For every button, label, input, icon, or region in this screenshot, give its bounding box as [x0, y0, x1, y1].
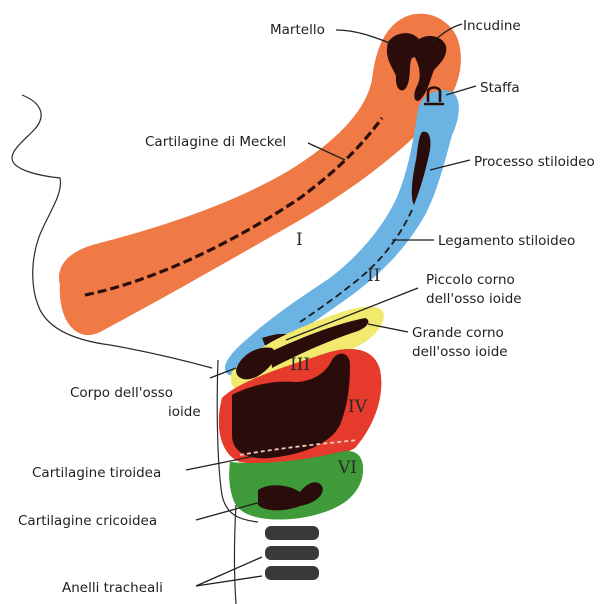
tracheal-ring	[265, 546, 319, 560]
tracheal-rings	[265, 526, 319, 580]
label-processo: Processo stiloideo	[474, 154, 595, 170]
arch-numeral-III: III	[290, 355, 310, 375]
tracheal-ring	[265, 526, 319, 540]
label-martello: Martello	[270, 22, 325, 38]
arch-numeral-II: II	[367, 266, 380, 286]
label-legamento: Legamento stiloideo	[438, 233, 575, 249]
label-meckel: Cartilagine di Meckel	[145, 134, 286, 150]
label-piccolo-line2: dell'osso ioide	[426, 291, 522, 307]
arch-numeral-VI: VI	[337, 458, 357, 478]
label-incudine: Incudine	[463, 18, 521, 34]
arch-numeral-IV: IV	[348, 397, 368, 417]
label-staffa: Staffa	[480, 80, 520, 96]
label-corpo-line2: ioide	[168, 404, 201, 420]
tracheal-ring	[265, 566, 319, 580]
arch-I	[59, 14, 461, 335]
label-piccolo-line1: Piccolo corno	[426, 272, 515, 288]
label-tiroidea: Cartilagine tiroidea	[32, 465, 161, 481]
arch-numeral-I: I	[296, 230, 303, 250]
label-cricoidea: Cartilagine cricoidea	[18, 513, 157, 529]
label-anelli: Anelli tracheali	[62, 580, 163, 596]
label-corpo-line1: Corpo dell'osso	[70, 385, 173, 401]
neck-front-outline	[235, 505, 237, 604]
label-grande-line2: dell'osso ioide	[412, 344, 508, 360]
label-grande-line1: Grande corno	[412, 325, 504, 341]
